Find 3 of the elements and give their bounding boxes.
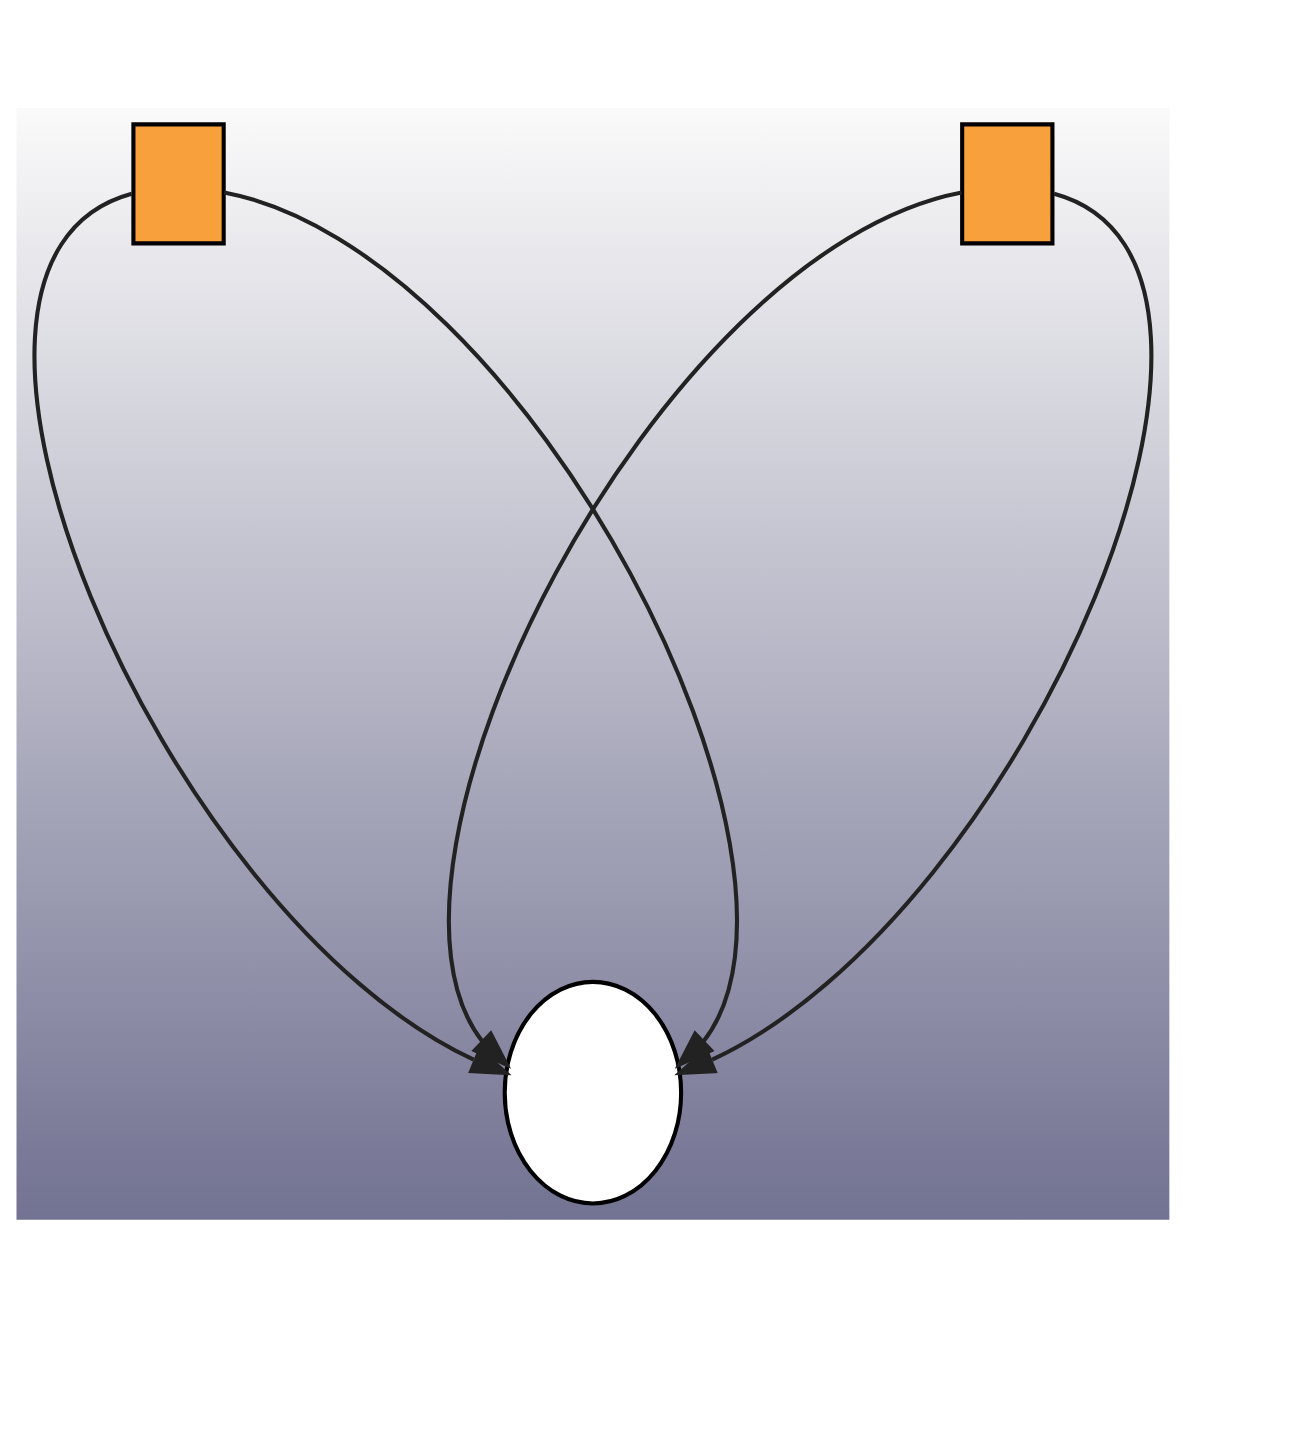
node-ellipse <box>502 979 684 1206</box>
node-box <box>960 122 1055 246</box>
node-box <box>131 122 226 246</box>
